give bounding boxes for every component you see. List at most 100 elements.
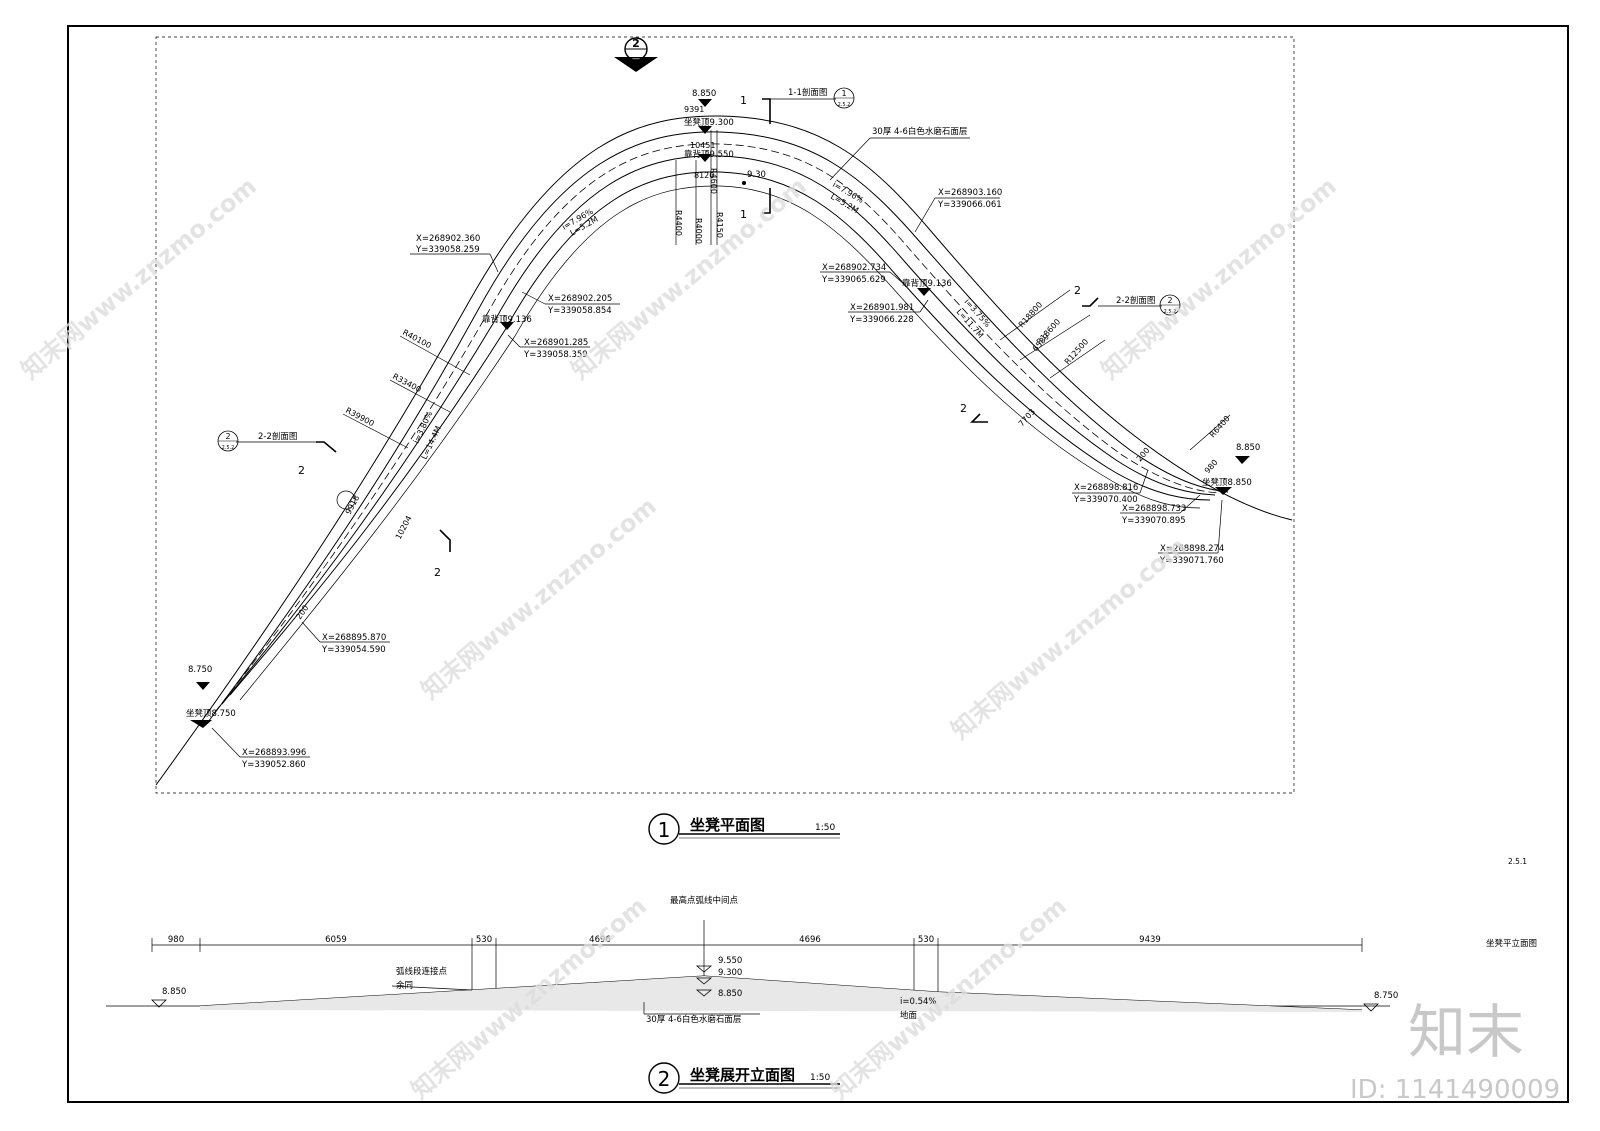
sheet-border	[67, 25, 1569, 1103]
elev-8850-right: 8.850	[1236, 443, 1260, 453]
radius-r4400: R4400	[674, 210, 683, 236]
coord-7-x: X=268898.816	[1074, 483, 1138, 493]
radius-r6400: R6400	[1208, 414, 1232, 439]
coord-10-y: Y=339054.590	[321, 645, 386, 655]
section-ref-22-left: 2 2.5.2 2-2剖面图	[217, 430, 316, 452]
radius-r12500: R12500	[1063, 337, 1090, 366]
coord-8-y: Y=339070.895	[1121, 516, 1186, 526]
elev-dim-6: 9439	[1139, 935, 1161, 945]
elev-dim-1: 6059	[325, 935, 347, 945]
elev-scale: 1:50	[810, 1073, 830, 1083]
dim-10204: 10204	[394, 514, 414, 541]
dim-9918: 9918	[344, 494, 362, 516]
elev-9550: 9.550	[718, 956, 742, 966]
ref22l-sheet: 2.5.2	[222, 445, 235, 451]
ref22r-label: 2-2剖面图	[1116, 295, 1155, 306]
dim-980-plan: 980	[1203, 458, 1220, 475]
coord-6-y: Y=339066.228	[849, 315, 914, 325]
dim-10451: 10451	[690, 141, 715, 150]
material-leader-d	[829, 137, 871, 181]
elev-dim-0: 980	[168, 935, 184, 945]
note-joint: 弧线段连接点	[396, 966, 448, 977]
coord-leaders	[211, 197, 1223, 758]
plan-bench-curves	[155, 115, 1293, 786]
elev-930-point: 9.30	[747, 170, 766, 180]
section-ref-11: 1 2.5.2 1-1剖面图	[770, 87, 855, 109]
seat-top-8750: 坐凳顶8.750	[186, 708, 236, 719]
section-cuts	[316, 98, 1099, 552]
coord-4-x: X=268903.160	[938, 188, 1002, 198]
section-mark-bottom: —	[632, 54, 640, 63]
coord-2-y: Y=339058.854	[547, 306, 612, 316]
cut-1-top: 1	[740, 94, 747, 107]
elev-left-8850: 8.850	[162, 987, 186, 997]
sheet-side-title: 坐凳平立面图	[1486, 938, 1537, 949]
coord-3-y: Y=339058.359	[523, 350, 588, 360]
dim-7703: 7703	[1017, 407, 1037, 428]
coord-8-x: X=268898.733	[1122, 504, 1186, 514]
watermark-brand: 知末	[1408, 998, 1524, 1066]
cut-2-right-bottom: 2	[960, 402, 967, 415]
ref22r-num: 2	[1167, 296, 1172, 305]
elev-dim-3: 4696	[589, 935, 611, 945]
ref22l-num: 2	[225, 432, 230, 441]
dim-200-right: 200	[1135, 446, 1152, 463]
cut-2-left-bottom: 2	[434, 566, 441, 579]
watermark-4: 知末网www.znzmo.com	[416, 492, 662, 705]
elev-title-number: 2	[658, 1067, 671, 1091]
elev-8850-top: 8.850	[692, 89, 716, 99]
ref11-sheet: 2.5.2	[838, 102, 851, 108]
back-top-right: 靠背顶9.136	[902, 278, 952, 289]
watermark-id: ID: 1141490009	[1350, 1075, 1560, 1105]
ref11-num: 1	[841, 89, 846, 98]
back-top-955: 靠背顶9.550	[684, 149, 734, 160]
watermark-5: 知末网www.znzmo.com	[946, 532, 1192, 745]
plan-scale: 1:50	[815, 823, 835, 833]
elev-slope: i=0.54%	[900, 997, 937, 1007]
coord-10-x: X=268895.870	[322, 633, 386, 643]
coord-9-x: X=268898.274	[1160, 544, 1224, 554]
elev-dim-4: 4696	[799, 935, 821, 945]
elev-9300: 9.300	[718, 968, 742, 978]
watermark-1: 知末网www.znzmo.com	[16, 172, 262, 385]
plan-title-number: 1	[658, 818, 671, 842]
coord-3-x: X=268901.285	[524, 338, 588, 348]
elev-right-8750: 8.750	[1374, 991, 1398, 1001]
material-callout-plan: 30厚 4-6白色水磨石面层	[872, 126, 967, 137]
elev-ground: 地面	[900, 1010, 918, 1021]
radius-leaders	[342, 130, 1231, 451]
section-ref-22-right: 2 2.5.2 2-2剖面图	[1098, 294, 1181, 316]
elev-material: 30厚 4-6白色水磨石面层	[646, 1014, 741, 1025]
seat-top-930: 坐凳顶9.300	[684, 117, 734, 128]
dim-9918-circle	[336, 490, 356, 510]
coord-6-x: X=268901.981	[850, 303, 914, 313]
coord-labels: X=268902.360 Y=339058.259 X=268902.205 Y…	[241, 188, 1224, 770]
cut-2-left-top: 2	[298, 464, 305, 477]
coord-2-x: X=268902.205	[548, 294, 612, 304]
sheet-page-number: 2.5.1	[1508, 857, 1527, 866]
cut-1-bottom: 1	[740, 208, 747, 221]
coord-1-y: Y=339058.259	[415, 245, 480, 255]
watermark-layer: 知末网www.znzmo.com 知末网www.znzmo.com 知末网www…	[16, 172, 1342, 1105]
ref11-label: 1-1剖面图	[788, 87, 827, 98]
elevation-profile	[106, 965, 1390, 1012]
section-marker-2: 2 —	[614, 37, 658, 72]
coord-5-x: X=268902.734	[822, 263, 886, 273]
dim-8120: 8120	[694, 171, 714, 180]
radius-r4000: R4000	[694, 218, 703, 244]
watermark-2: 知末网www.znzmo.com	[566, 172, 812, 385]
ref22r-sheet: 2.5.2	[1164, 309, 1177, 315]
coord-7-y: Y=339070.400	[1073, 495, 1138, 505]
radius-r4150: R4150	[715, 212, 724, 238]
radius-r4600: R4600	[709, 168, 718, 194]
elev-title: 坐凳展开立面图	[690, 1066, 795, 1084]
coord-4-y: Y=339066.061	[937, 200, 1002, 210]
plan-title: 坐凳平面图	[690, 816, 765, 834]
cut-2-right-top: 2	[1074, 284, 1081, 297]
coord-11-x: X=268893.996	[242, 748, 306, 758]
back-top-left: 靠背顶9.136	[482, 314, 532, 325]
coord-11-y: Y=339052.860	[241, 760, 306, 770]
plan-viewport-frame	[155, 36, 1295, 794]
plan-elevation-markers	[190, 99, 1250, 728]
